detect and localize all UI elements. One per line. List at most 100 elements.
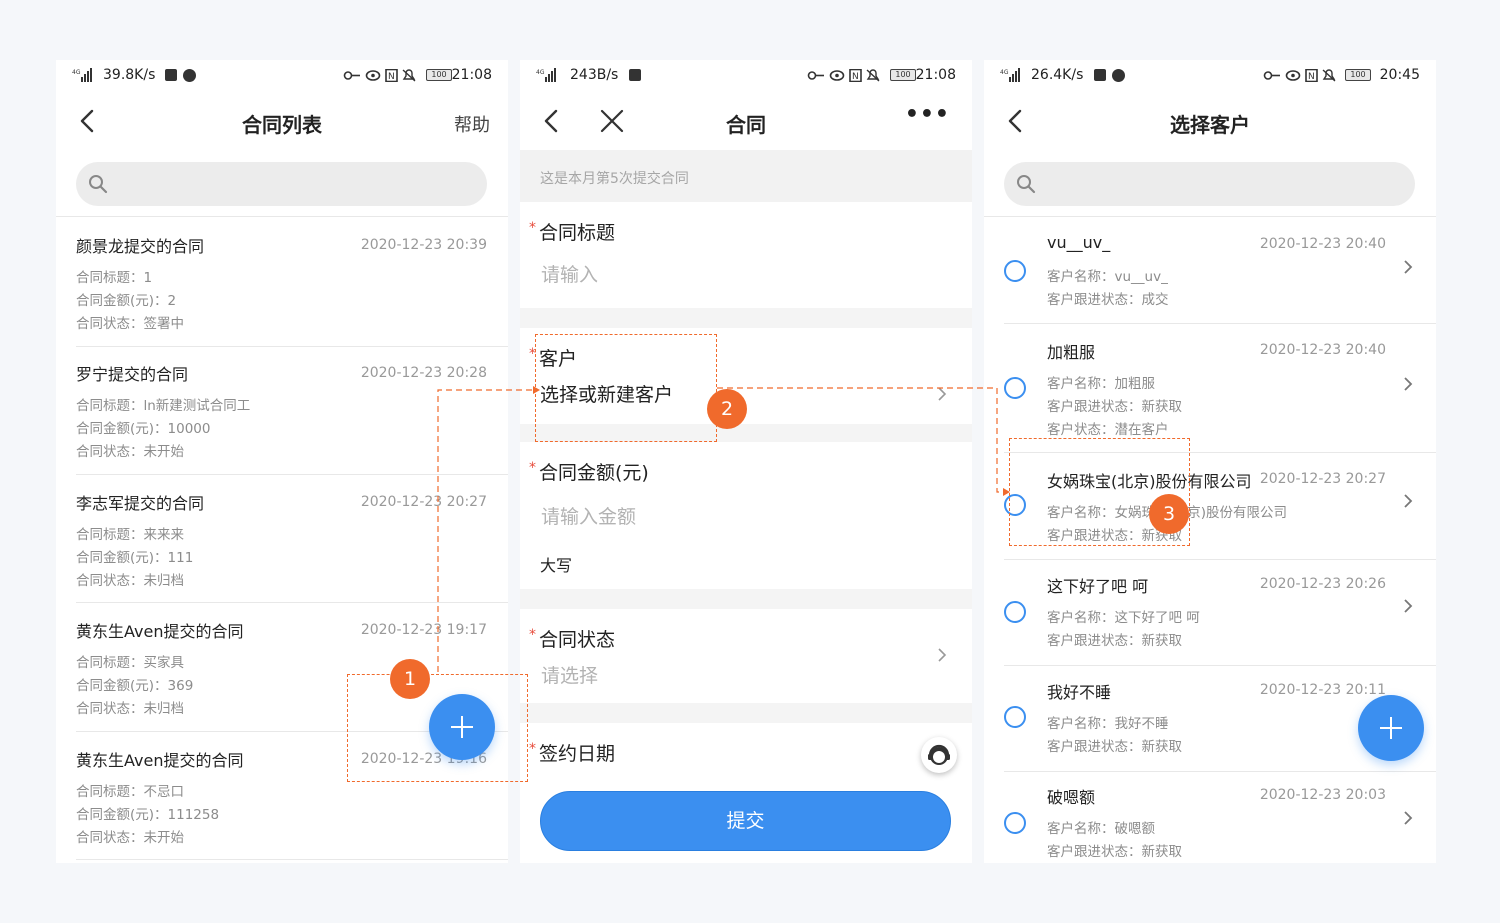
field-label: 签约日期 bbox=[539, 743, 616, 765]
svg-text:N: N bbox=[388, 72, 395, 82]
clock: 21:08 bbox=[451, 67, 492, 83]
svg-text:N: N bbox=[1308, 72, 1315, 82]
signal-icon: 4G bbox=[1000, 68, 1020, 82]
screen-contract-list: 4G 39.8K/s N 100 21:08 合同列表 帮助 颜景龙提交的合同 … bbox=[56, 60, 508, 863]
chevron-right-icon bbox=[1404, 260, 1413, 274]
contract-detail: 合同状态：签署中 bbox=[76, 316, 184, 332]
contract-detail: 合同金额(元)：10000 bbox=[76, 421, 211, 437]
search-icon bbox=[89, 175, 108, 194]
divider bbox=[1004, 323, 1436, 324]
contract-item[interactable]: 颜景龙提交的合同 2020-12-23 20:39 合同标题：1 合同金额(元)… bbox=[56, 233, 508, 347]
add-customer-button[interactable] bbox=[1358, 695, 1424, 761]
divider bbox=[76, 474, 508, 475]
submit-count-hint: 这是本月第5次提交合同 bbox=[520, 150, 972, 202]
radio-button[interactable] bbox=[1004, 260, 1026, 282]
back-arrow-icon[interactable] bbox=[1006, 109, 1026, 133]
contract-item[interactable]: 罗宁提交的合同 2020-12-23 20:28 合同标题：ln新建测试合同工 … bbox=[56, 361, 508, 475]
add-contract-button[interactable] bbox=[429, 694, 495, 760]
customer-item[interactable]: 女娲珠宝(北京)股份有限公司 2020-12-23 20:27 客户名称：女娲珠… bbox=[984, 453, 1436, 559]
customer-item[interactable]: 这下好了吧 呵 2020-12-23 20:26 客户名称：这下好了吧 呵 客户… bbox=[984, 560, 1436, 666]
customer-item[interactable]: 破嗯额 2020-12-23 20:03 客户名称：破嗯额 客户跟进状态：新获取 bbox=[984, 772, 1436, 863]
search-input[interactable] bbox=[1004, 162, 1415, 206]
page-title: 选择客户 bbox=[1170, 113, 1250, 137]
chevron-right-icon bbox=[938, 387, 947, 401]
customer-detail: 客户名称：vu__uv_ bbox=[1047, 269, 1168, 285]
customer-detail: 客户跟进状态：新获取 bbox=[1047, 844, 1182, 860]
radio-button[interactable] bbox=[1004, 377, 1026, 399]
screen-select-customer: 4G 26.4K/s N 100 20:45 选择客户 vu__uv_ 2020… bbox=[984, 60, 1436, 863]
divider bbox=[1004, 559, 1436, 560]
radio-button[interactable] bbox=[1004, 812, 1026, 834]
submit-button[interactable]: 提交 bbox=[540, 791, 951, 851]
contract-detail: 合同状态：未开始 bbox=[76, 444, 184, 460]
amount-input[interactable]: 请输入金额 bbox=[541, 506, 637, 528]
contract-detail: 合同标题：ln新建测试合同工 bbox=[76, 398, 251, 414]
contract-date: 2020-12-23 20:39 bbox=[360, 237, 487, 253]
customer-service-icon[interactable] bbox=[921, 737, 957, 773]
contract-date: 2020-12-23 20:27 bbox=[360, 494, 487, 510]
back-arrow-icon[interactable] bbox=[78, 109, 98, 133]
customer-item[interactable]: 加粗服 2020-12-23 20:40 客户名称：加粗服 客户跟进状态：新获取… bbox=[984, 324, 1436, 452]
status-bar: 4G 39.8K/s N 100 21:08 bbox=[56, 60, 508, 92]
svg-text:4G: 4G bbox=[1000, 69, 1009, 76]
contract-detail: 合同标题：不忌口 bbox=[76, 784, 184, 800]
customer-date: 2020-12-23 20:26 bbox=[1259, 576, 1386, 592]
customer-select[interactable]: 选择或新建客户 bbox=[540, 384, 674, 406]
amount-uppercase-label: 大写 bbox=[540, 556, 573, 575]
customer-name: 我好不睡 bbox=[1047, 683, 1112, 702]
headset-icon bbox=[928, 744, 950, 765]
field-contract-title[interactable]: * 合同标题 请输入 bbox=[520, 202, 972, 308]
close-icon[interactable] bbox=[600, 109, 624, 133]
contract-title: 颜景龙提交的合同 bbox=[76, 237, 205, 256]
customer-item[interactable]: 我好不睡 2020-12-23 20:11 客户名称：我好不睡 客户跟进状态：新… bbox=[984, 666, 1436, 772]
divider bbox=[56, 216, 508, 217]
plus-icon-stroke bbox=[461, 716, 463, 738]
divider bbox=[76, 731, 508, 732]
customer-name: 破嗯额 bbox=[1047, 788, 1096, 807]
system-icons: N bbox=[343, 69, 416, 82]
required-mark: * bbox=[529, 741, 536, 757]
customer-name: vu__uv_ bbox=[1047, 233, 1111, 252]
contract-item[interactable]: 李志军提交的合同 2020-12-23 20:27 合同标题：来来来 合同金额(… bbox=[56, 490, 508, 604]
divider bbox=[76, 859, 508, 860]
search-input[interactable] bbox=[76, 162, 487, 206]
customer-detail: 客户名称：女娲珠宝(北京)股份有限公司 bbox=[1047, 505, 1288, 521]
battery-icon: 100 bbox=[890, 69, 916, 81]
radio-button[interactable] bbox=[1004, 494, 1026, 516]
customer-item[interactable]: vu__uv_ 2020-12-23 20:40 客户名称：vu__uv_ 客户… bbox=[984, 217, 1436, 323]
field-contract-status[interactable]: * 合同状态 请选择 bbox=[520, 609, 972, 703]
radio-button[interactable] bbox=[1004, 706, 1026, 728]
shield-icon bbox=[1112, 69, 1125, 82]
plus-icon-stroke bbox=[1390, 717, 1392, 739]
radio-button[interactable] bbox=[1004, 601, 1026, 623]
system-icons: N bbox=[807, 69, 880, 82]
status-bar: 4G 243B/s N 100 21:08 bbox=[520, 60, 972, 92]
chevron-right-icon bbox=[1404, 599, 1413, 613]
status-select[interactable]: 请选择 bbox=[541, 665, 599, 687]
help-link[interactable]: 帮助 bbox=[454, 115, 490, 136]
customer-detail: 客户跟进状态：新获取 bbox=[1047, 633, 1182, 649]
contract-title-input[interactable]: 请输入 bbox=[541, 264, 599, 286]
required-mark: * bbox=[529, 346, 536, 362]
customer-date: 2020-12-23 20:40 bbox=[1259, 342, 1386, 358]
divider bbox=[1004, 665, 1436, 666]
clock: 20:45 bbox=[1379, 67, 1420, 83]
screen-contract-form: 4G 243B/s N 100 21:08 合同 ••• 这是本月第5次提交合同… bbox=[520, 60, 972, 863]
hint-text: 这是本月第5次提交合同 bbox=[540, 171, 689, 187]
customer-date: 2020-12-23 20:40 bbox=[1259, 236, 1386, 252]
contract-item[interactable]: 黄东生Aven提交的合同 2020-12-23 19:16 合同标题：不忌口 合… bbox=[56, 747, 508, 861]
divider bbox=[76, 602, 508, 603]
back-arrow-icon[interactable] bbox=[542, 109, 562, 133]
contract-detail: 合同金额(元)：369 bbox=[76, 678, 194, 694]
notification-icon bbox=[1094, 69, 1106, 81]
customer-detail: 客户名称：破嗯额 bbox=[1047, 821, 1155, 837]
contract-title: 黄东生Aven提交的合同 bbox=[76, 622, 244, 641]
search-icon bbox=[1017, 175, 1036, 194]
divider bbox=[984, 216, 1436, 217]
customer-detail: 客户名称：加粗服 bbox=[1047, 376, 1155, 392]
more-options-icon[interactable]: ••• bbox=[904, 102, 950, 127]
field-amount[interactable]: * 合同金额(元) 请输入金额 大写 bbox=[520, 442, 972, 589]
svg-text:N: N bbox=[852, 72, 859, 82]
field-customer[interactable]: * 客户 选择或新建客户 bbox=[520, 328, 972, 424]
contract-detail: 合同标题：1 bbox=[76, 270, 153, 286]
